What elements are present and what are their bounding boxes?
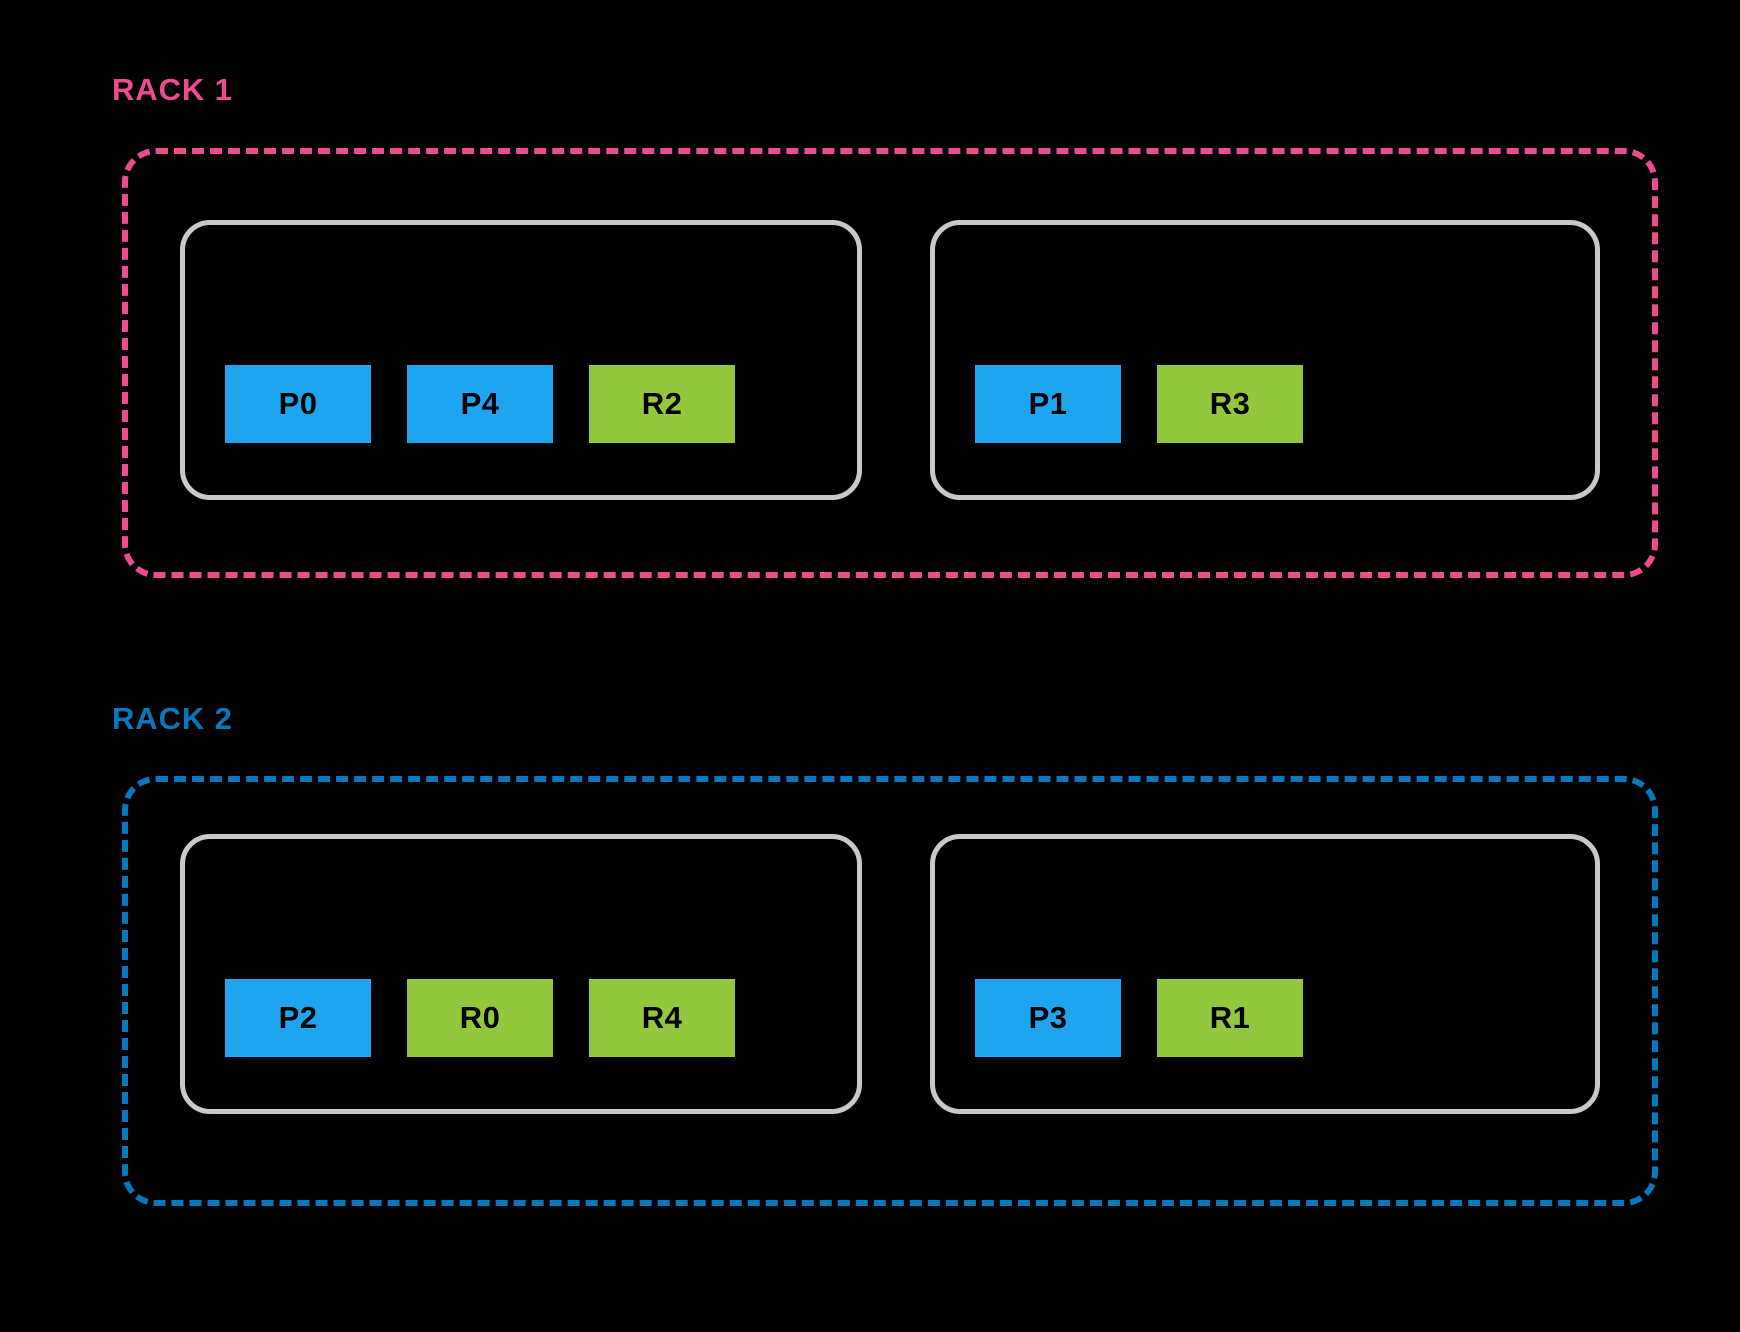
rack-group-2: RACK 2 P2 R0 R4 P3 R1 — [0, 628, 1740, 1332]
rack-1-label: RACK 1 — [112, 72, 233, 107]
rack-2-boundary — [122, 776, 1658, 1206]
rack-2-node-2[interactable]: P3 R1 — [930, 834, 1600, 1114]
rack-1-node-2-chips: P1 R3 — [975, 365, 1303, 443]
chip-p0[interactable]: P0 — [225, 365, 371, 443]
chip-r3[interactable]: R3 — [1157, 365, 1303, 443]
rack-1-node-2[interactable]: P1 R3 — [930, 220, 1600, 500]
rack-1-boundary — [122, 148, 1658, 578]
rack-group-1: RACK 1 P0 P4 R2 P1 R3 — [0, 0, 1740, 660]
rack-2-node-1-chips: P2 R0 R4 — [225, 979, 735, 1057]
rack-2-label: RACK 2 — [112, 701, 233, 736]
chip-p1[interactable]: P1 — [975, 365, 1121, 443]
rack-1-node-1[interactable]: P0 P4 R2 — [180, 220, 862, 500]
chip-p4[interactable]: P4 — [407, 365, 553, 443]
rack-1-node-1-chips: P0 P4 R2 — [225, 365, 735, 443]
chip-p3[interactable]: P3 — [975, 979, 1121, 1057]
chip-r4[interactable]: R4 — [589, 979, 735, 1057]
rack-2-node-1[interactable]: P2 R0 R4 — [180, 834, 862, 1114]
chip-r0[interactable]: R0 — [407, 979, 553, 1057]
chip-r1[interactable]: R1 — [1157, 979, 1303, 1057]
chip-r2[interactable]: R2 — [589, 365, 735, 443]
rack-2-node-2-chips: P3 R1 — [975, 979, 1303, 1057]
chip-p2[interactable]: P2 — [225, 979, 371, 1057]
